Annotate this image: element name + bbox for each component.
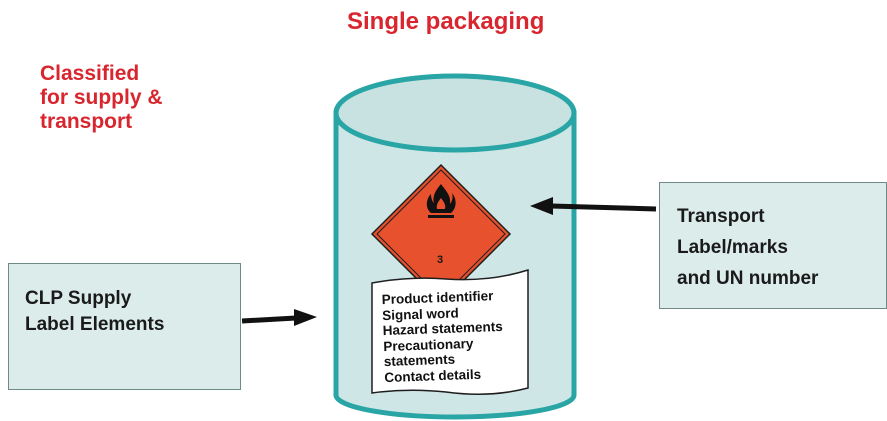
transport-box-line-3: and UN number bbox=[677, 268, 819, 289]
transport-box-line-2: Label/marks bbox=[677, 237, 788, 258]
classification-line-1: Classified bbox=[40, 62, 140, 85]
clp-arrow bbox=[241, 309, 317, 326]
transport-arrow bbox=[530, 197, 657, 215]
drum-top bbox=[333, 73, 577, 153]
hazard-class-number: 3 bbox=[437, 254, 444, 266]
flame-icon bbox=[426, 184, 456, 218]
transport-box: Transport Label/marks and UN number bbox=[659, 182, 887, 309]
supply-label-card bbox=[371, 268, 529, 395]
clp-box-line-1: CLP Supply bbox=[25, 288, 132, 309]
page-title: Single packaging bbox=[347, 8, 545, 35]
classification-heading: Classified for supply & transport bbox=[40, 62, 163, 134]
supply-label-text: Product identifier Signal word Hazard st… bbox=[381, 288, 504, 385]
classification-line-2: for supply & bbox=[40, 86, 163, 109]
transport-box-line-1: Transport bbox=[677, 206, 765, 227]
clp-box-line-2: Label Elements bbox=[25, 314, 165, 335]
clp-supply-box: CLP Supply Label Elements bbox=[8, 263, 241, 390]
classification-line-3: transport bbox=[40, 110, 133, 133]
